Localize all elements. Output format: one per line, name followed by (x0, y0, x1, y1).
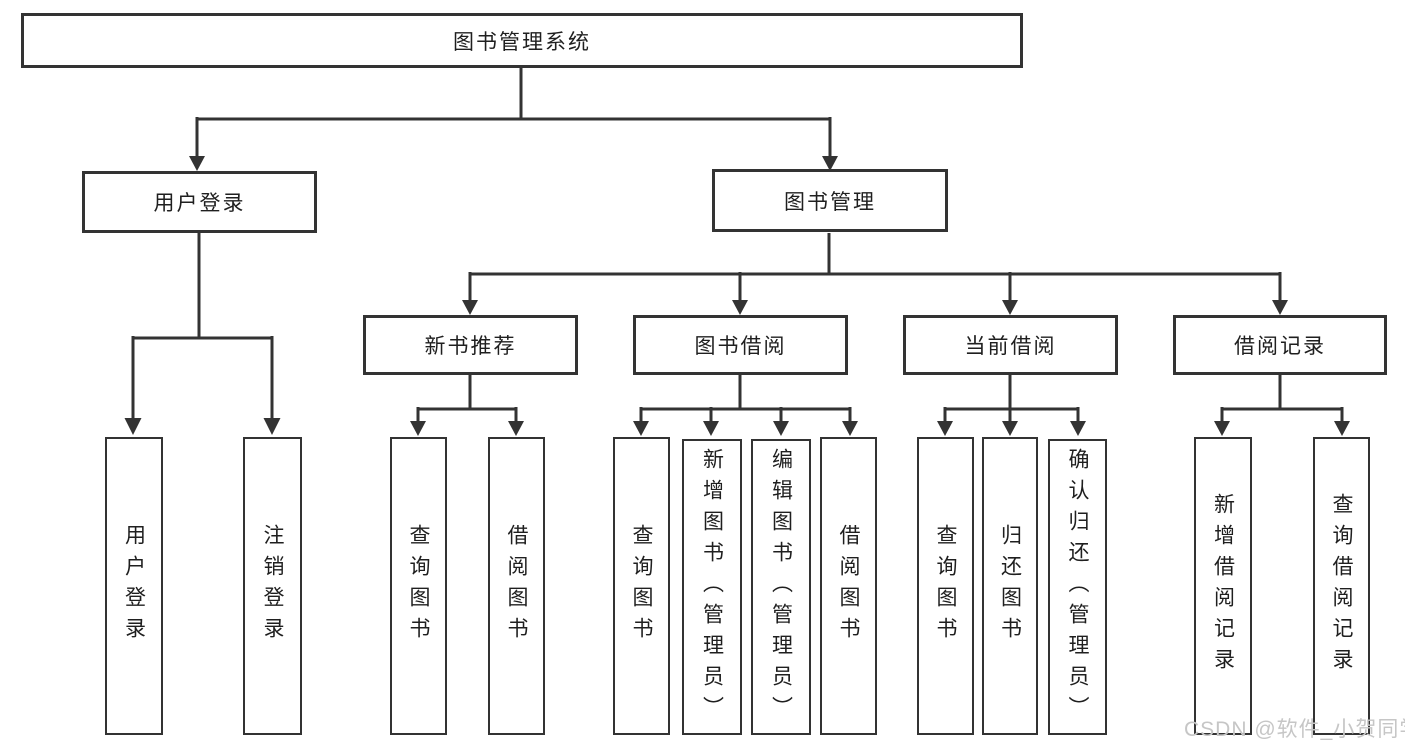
leaf-borrow-book-borrowing: 借阅图书 (820, 437, 877, 735)
node-user-login: 用户登录 (82, 171, 317, 233)
leaf-return-book-label: 归还图书 (998, 524, 1022, 648)
connector-userlogin-to-leaves (124, 233, 281, 435)
leaf-user-login: 用户登录 (105, 437, 163, 735)
connector-bookmgmt-to-level3 (462, 233, 1288, 315)
node-current-borrowing: 当前借阅 (903, 315, 1118, 375)
connector-bookborrow-to-leaves (633, 375, 858, 436)
leaf-confirm-return-admin-label: 确认归还（管理员） (1066, 447, 1089, 727)
node-root-label: 图书管理系统 (453, 30, 591, 54)
leaf-add-book-admin-label: 新增图书（管理员） (700, 447, 724, 727)
leaf-query-book-recommend: 查询图书 (390, 437, 447, 735)
node-new-book-recommend-label: 新书推荐 (424, 335, 517, 358)
leaf-edit-book-admin-label: 编辑图书（管理员） (769, 447, 793, 727)
node-book-management-label: 图书管理 (784, 190, 876, 214)
leaf-query-book-borrowing: 查询图书 (613, 437, 670, 735)
leaf-logout: 注销登录 (243, 437, 302, 735)
leaf-query-book-recommend-label: 查询图书 (407, 524, 430, 648)
connector-root-to-level2 (189, 68, 838, 171)
connector-borrowrecords-to-leaves (1214, 375, 1350, 436)
leaf-query-borrow-record: 查询借阅记录 (1313, 437, 1370, 735)
leaf-borrow-book-recommend-label: 借阅图书 (505, 524, 528, 648)
connector-currentborrow-to-leaves (937, 375, 1086, 436)
node-borrow-records-label: 借阅记录 (1234, 335, 1326, 358)
node-book-borrowing-label: 图书借阅 (694, 335, 787, 358)
leaf-edit-book-admin: 编辑图书（管理员） (751, 439, 811, 735)
leaf-add-borrow-record: 新增借阅记录 (1194, 437, 1252, 735)
node-borrow-records: 借阅记录 (1173, 315, 1387, 375)
csdn-watermark: CSDN @软件_小贺同学 (1184, 718, 1405, 741)
leaf-add-borrow-record-label: 新增借阅记录 (1211, 493, 1235, 679)
leaf-query-borrow-record-label: 查询借阅记录 (1330, 493, 1353, 679)
leaf-return-book: 归还图书 (982, 437, 1038, 735)
node-root-system: 图书管理系统 (21, 13, 1023, 68)
node-new-book-recommend: 新书推荐 (363, 315, 578, 375)
leaf-add-book-admin: 新增图书（管理员） (682, 439, 742, 735)
leaf-user-login-label: 用户登录 (122, 524, 146, 648)
leaf-confirm-return-admin: 确认归还（管理员） (1048, 439, 1107, 735)
node-book-management: 图书管理 (712, 169, 948, 232)
leaf-query-book-borrowing-label: 查询图书 (630, 524, 653, 648)
leaf-query-book-current: 查询图书 (917, 437, 974, 735)
leaf-borrow-book-borrowing-label: 借阅图书 (837, 524, 860, 648)
leaf-query-book-current-label: 查询图书 (934, 524, 957, 648)
connector-newbooks-to-leaves (410, 375, 524, 436)
node-user-login-label: 用户登录 (153, 192, 246, 215)
node-current-borrowing-label: 当前借阅 (964, 335, 1057, 358)
node-book-borrowing: 图书借阅 (633, 315, 848, 375)
leaf-logout-label: 注销登录 (261, 524, 284, 648)
leaf-borrow-book-recommend: 借阅图书 (488, 437, 545, 735)
